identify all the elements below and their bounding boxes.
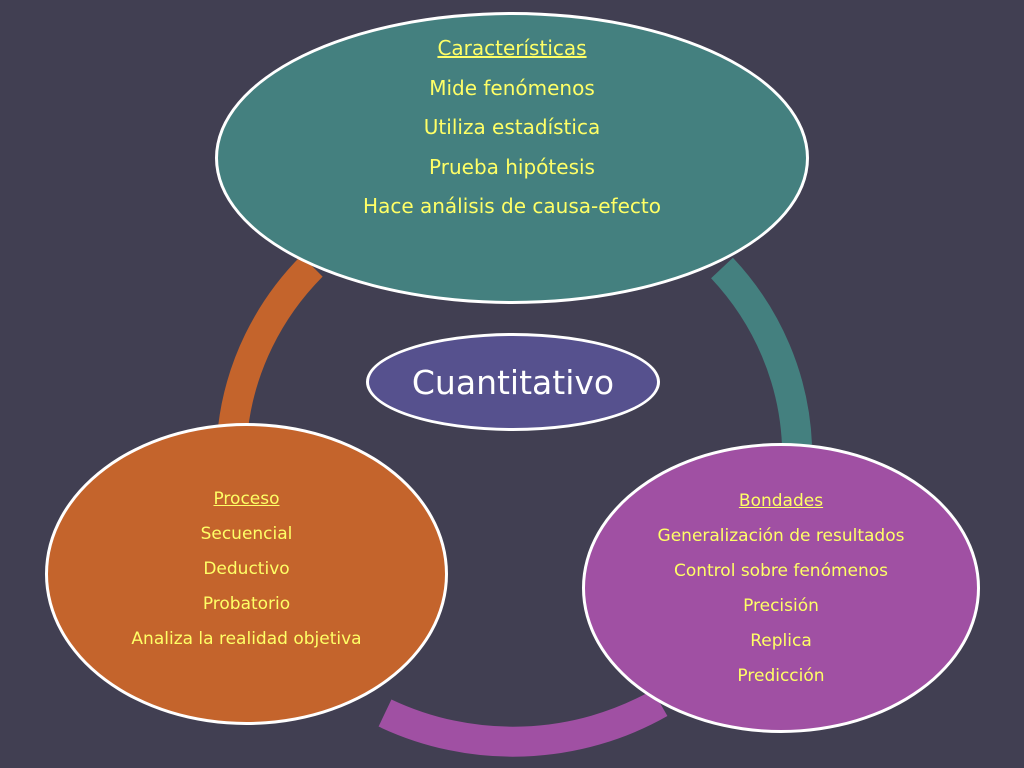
process-node: Proceso Secuencial Deductivo Probatorio … bbox=[45, 423, 448, 725]
benefits-item: Predicción bbox=[737, 666, 825, 686]
characteristics-heading: Características bbox=[437, 36, 587, 60]
process-item: Deductivo bbox=[203, 559, 290, 579]
characteristics-item: Mide fenómenos bbox=[429, 75, 595, 100]
benefits-item: Replica bbox=[750, 631, 812, 651]
benefits-item: Precisión bbox=[743, 596, 819, 616]
benefits-heading: Bondades bbox=[738, 491, 824, 511]
process-item: Secuencial bbox=[200, 524, 293, 544]
benefits-node: Bondades Generalización de resultados Co… bbox=[582, 443, 980, 733]
connector-arc-orange bbox=[218, 255, 323, 430]
process-item: Analiza la realidad objetiva bbox=[131, 629, 362, 649]
process-heading: Proceso bbox=[213, 489, 280, 509]
connector-arc-purple bbox=[378, 689, 668, 757]
center-node-quantitative: Cuantitativo bbox=[366, 333, 660, 431]
characteristics-item: Prueba hipótesis bbox=[429, 154, 595, 179]
benefits-item: Generalización de resultados bbox=[657, 526, 905, 546]
process-item: Probatorio bbox=[202, 594, 291, 614]
characteristics-item: Hace análisis de causa-efecto bbox=[363, 194, 661, 218]
center-label: Cuantitativo bbox=[411, 362, 615, 402]
characteristics-item: Utiliza estadística bbox=[423, 115, 601, 139]
benefits-item: Control sobre fenómenos bbox=[673, 561, 889, 581]
connector-arc-teal bbox=[710, 257, 812, 446]
characteristics-node: Características Mide fenómenos Utiliza e… bbox=[215, 12, 809, 304]
